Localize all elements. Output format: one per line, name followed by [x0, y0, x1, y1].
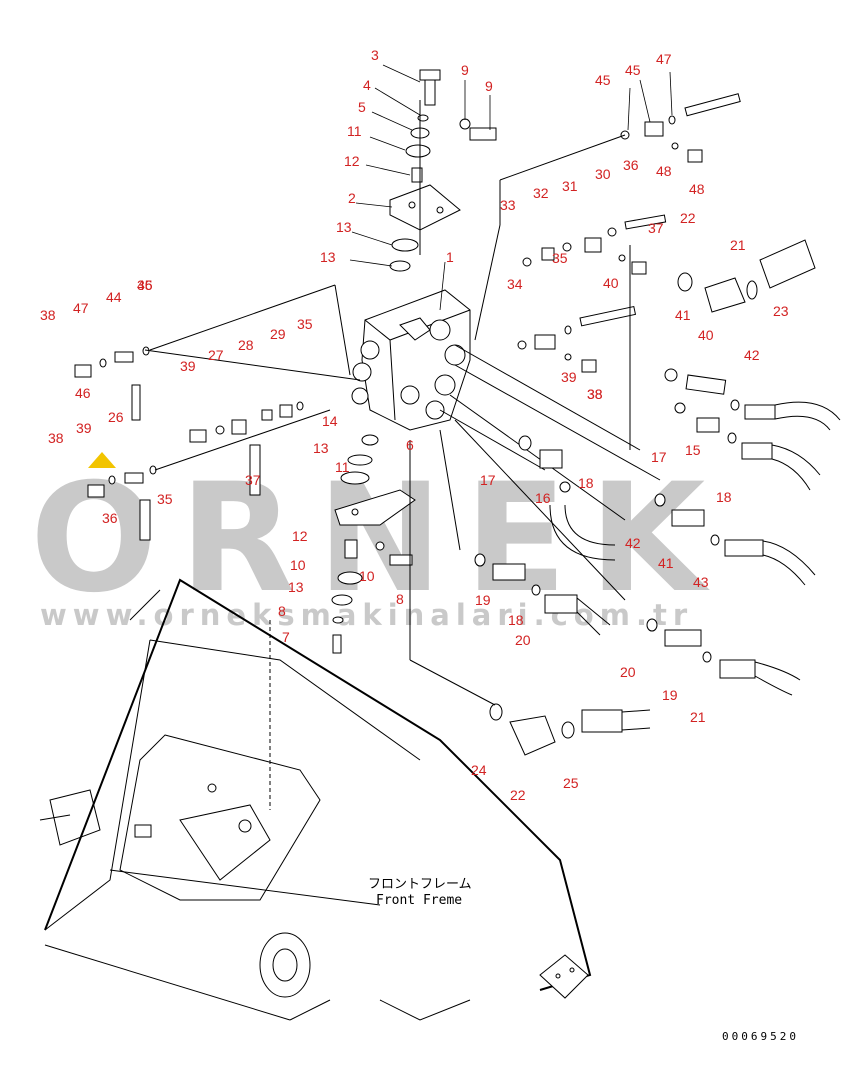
callout-32: 32 — [533, 185, 549, 201]
callout-39: 39 — [76, 420, 92, 436]
callout-13: 13 — [320, 249, 336, 265]
callout-6: 6 — [406, 437, 414, 453]
callout-25: 25 — [563, 775, 579, 791]
callout-18: 18 — [578, 475, 594, 491]
callout-1: 1 — [446, 249, 454, 265]
callout-17: 17 — [480, 472, 496, 488]
callout-5: 5 — [358, 99, 366, 115]
callout-19: 19 — [475, 592, 491, 608]
callout-31: 31 — [562, 178, 578, 194]
callout-38: 38 — [587, 386, 603, 402]
callout-15: 15 — [685, 442, 701, 458]
callout-35: 35 — [297, 316, 313, 332]
callout-18: 18 — [508, 612, 524, 628]
callout-48: 48 — [656, 163, 672, 179]
callout-38: 38 — [587, 386, 603, 402]
callout-44: 44 — [106, 289, 122, 305]
callout-33: 33 — [500, 197, 516, 213]
callout-43: 43 — [693, 574, 709, 590]
callout-29: 29 — [270, 326, 286, 342]
callout-10: 10 — [290, 557, 306, 573]
callout-48: 48 — [689, 181, 705, 197]
callout-47: 47 — [73, 300, 89, 316]
callout-41: 41 — [675, 307, 691, 323]
callout-20: 20 — [515, 632, 531, 648]
callout-21: 21 — [690, 709, 706, 725]
callout-36: 36 — [102, 510, 118, 526]
upper-bracket-stack — [389, 69, 497, 272]
upper-right-fittings — [474, 93, 816, 450]
callout-26: 26 — [108, 409, 124, 425]
callout-40: 40 — [603, 275, 619, 291]
callout-11: 11 — [347, 123, 362, 139]
callout-46: 46 — [75, 385, 91, 401]
callout-22: 22 — [680, 210, 696, 226]
callout-37: 37 — [245, 472, 261, 488]
callout-42: 42 — [625, 535, 641, 551]
callout-9: 9 — [485, 78, 493, 94]
callout-labels: 1234567889910101111121213131313141516171… — [40, 47, 789, 803]
callout-21: 21 — [730, 237, 746, 253]
callout-24: 24 — [471, 762, 487, 778]
callout-13: 13 — [313, 440, 329, 456]
callout-11: 11 — [335, 459, 350, 475]
callout-35: 35 — [157, 491, 173, 507]
callout-2: 2 — [348, 190, 356, 206]
callout-46: 46 — [137, 277, 153, 293]
callout-39: 39 — [180, 358, 196, 374]
callout-8: 8 — [278, 603, 286, 619]
callout-13: 13 — [336, 219, 352, 235]
watermark-url: www.orneksmakinalari.com.tr — [40, 598, 693, 632]
callout-17: 17 — [651, 449, 667, 465]
callout-12: 12 — [344, 153, 360, 169]
front-frame — [39, 578, 592, 1021]
frame-label-en: Front Freme — [376, 893, 462, 908]
watermark-accent-icon — [88, 452, 116, 468]
drawing-code: 00069520 — [722, 1030, 799, 1043]
callout-40: 40 — [698, 327, 714, 343]
callout-4: 4 — [363, 77, 371, 93]
callout-19: 19 — [662, 687, 678, 703]
leader-lines — [349, 64, 673, 311]
callout-12: 12 — [292, 528, 308, 544]
callout-14: 14 — [322, 413, 338, 429]
frame-label-jp: フロントフレーム — [368, 877, 472, 892]
callout-35: 35 — [552, 250, 568, 266]
callout-22: 22 — [510, 787, 526, 803]
callout-45: 45 — [595, 72, 611, 88]
callout-38: 38 — [40, 307, 56, 323]
callout-39: 39 — [561, 369, 577, 385]
callout-36: 36 — [623, 157, 639, 173]
callout-34: 34 — [507, 276, 523, 292]
left-fittings — [74, 284, 361, 541]
control-valve — [351, 289, 661, 521]
callout-20: 20 — [620, 664, 636, 680]
callout-13: 13 — [288, 579, 304, 595]
callout-23: 23 — [773, 303, 789, 319]
callout-28: 28 — [238, 337, 254, 353]
callout-42: 42 — [744, 347, 760, 363]
callout-35: 35 — [137, 277, 153, 293]
callout-9: 9 — [461, 62, 469, 78]
callout-10: 10 — [359, 568, 375, 584]
callout-37: 37 — [648, 220, 664, 236]
callout-45: 45 — [625, 62, 641, 78]
callout-16: 16 — [535, 490, 551, 506]
right-hoses — [409, 368, 841, 756]
callout-3: 3 — [371, 47, 379, 63]
callout-30: 30 — [595, 166, 611, 182]
callout-7: 7 — [282, 629, 290, 645]
callout-38: 38 — [48, 430, 64, 446]
callout-47: 47 — [656, 51, 672, 67]
callout-8: 8 — [396, 591, 404, 607]
callout-18: 18 — [716, 489, 732, 505]
lower-bracket-stack — [331, 434, 416, 654]
callout-27: 27 — [208, 347, 224, 363]
callout-41: 41 — [658, 555, 674, 571]
